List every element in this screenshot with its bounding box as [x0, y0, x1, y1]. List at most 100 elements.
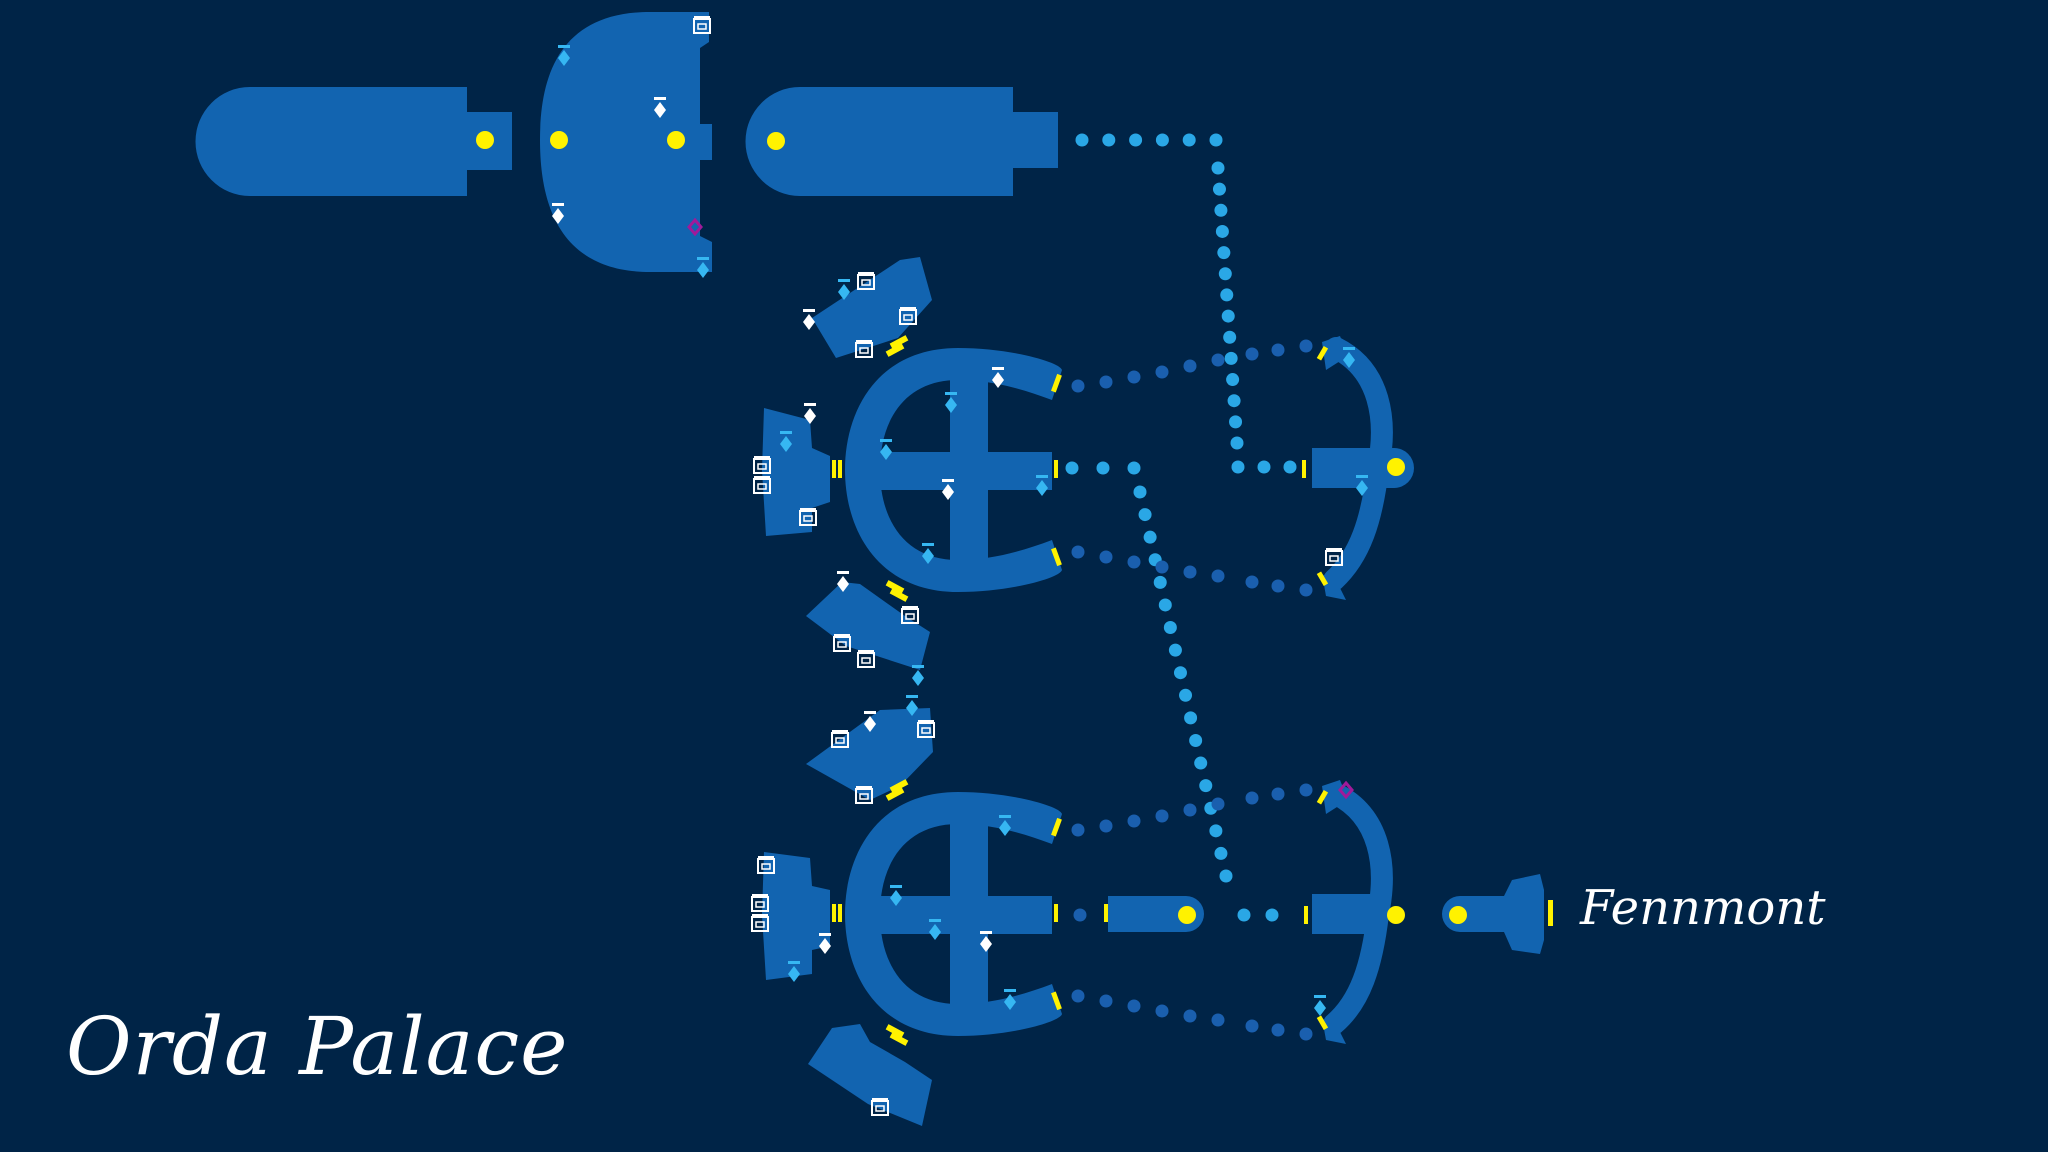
item-marker-icon[interactable] — [1343, 347, 1355, 368]
chest-icon[interactable] — [831, 730, 849, 748]
item-marker-icon[interactable] — [1004, 989, 1016, 1010]
chest-icon[interactable] — [1325, 548, 1343, 566]
item-marker-icon[interactable] — [1314, 995, 1326, 1016]
item-marker-icon[interactable] — [697, 257, 709, 278]
chest-icon[interactable] — [751, 914, 769, 932]
room-lower-hall[interactable] — [845, 792, 1062, 1036]
door-icon[interactable] — [1316, 571, 1329, 587]
room-top-arch[interactable] — [540, 12, 712, 272]
exit-label-fennmont[interactable]: Fennmont — [1580, 880, 1826, 936]
special-marker-icon[interactable] — [1338, 780, 1354, 800]
chest-icon[interactable] — [857, 650, 875, 668]
chest-icon[interactable] — [753, 476, 771, 494]
door-icon[interactable] — [889, 335, 909, 349]
room-mid-wedge-upper[interactable] — [812, 257, 932, 358]
room-right-upper-arc[interactable] — [1312, 336, 1414, 600]
room-low-wedge-left[interactable] — [762, 852, 830, 980]
save-point-icon[interactable] — [1178, 906, 1196, 924]
room-low-wedge-lower[interactable] — [808, 1024, 932, 1126]
room-top-left-capsule[interactable] — [195, 87, 512, 196]
chest-icon[interactable] — [855, 786, 873, 804]
room-low-wedge-upper[interactable] — [806, 708, 933, 800]
item-marker-icon[interactable] — [558, 45, 570, 66]
item-marker-icon[interactable] — [1036, 475, 1048, 496]
room-lower-corridor[interactable] — [1108, 896, 1204, 932]
item-marker-icon[interactable] — [999, 815, 1011, 836]
door-icon[interactable] — [1304, 906, 1308, 924]
item-marker-icon[interactable] — [890, 885, 902, 906]
door-icon[interactable] — [832, 904, 836, 922]
relic-marker-icon[interactable] — [803, 309, 815, 330]
door-icon[interactable] — [1051, 373, 1062, 393]
door-icon[interactable] — [1104, 904, 1108, 922]
save-point-icon[interactable] — [667, 131, 685, 149]
door-icon[interactable] — [838, 904, 842, 922]
relic-marker-icon[interactable] — [552, 203, 564, 224]
chest-icon[interactable] — [899, 307, 917, 325]
item-marker-icon[interactable] — [838, 279, 850, 300]
item-marker-icon[interactable] — [780, 431, 792, 452]
relic-marker-icon[interactable] — [980, 931, 992, 952]
item-marker-icon[interactable] — [922, 543, 934, 564]
chest-icon[interactable] — [871, 1098, 889, 1116]
save-point-icon[interactable] — [550, 131, 568, 149]
door-icon[interactable] — [1316, 1015, 1329, 1031]
door-icon[interactable] — [889, 779, 909, 793]
door-icon[interactable] — [1051, 817, 1062, 837]
chest-icon[interactable] — [833, 634, 851, 652]
chest-icon[interactable] — [855, 340, 873, 358]
door-icon[interactable] — [1316, 345, 1329, 361]
relic-marker-icon[interactable] — [864, 711, 876, 732]
chest-icon[interactable] — [917, 720, 935, 738]
relic-marker-icon[interactable] — [942, 479, 954, 500]
save-point-icon[interactable] — [476, 131, 494, 149]
chest-icon[interactable] — [799, 508, 817, 526]
chest-icon[interactable] — [753, 456, 771, 474]
door-icon[interactable] — [885, 580, 905, 594]
relic-marker-icon[interactable] — [654, 97, 666, 118]
room-middle-hall[interactable] — [845, 348, 1062, 592]
relic-marker-icon[interactable] — [837, 571, 849, 592]
door-icon[interactable] — [889, 1032, 909, 1046]
door-icon[interactable] — [1548, 900, 1553, 926]
door-icon[interactable] — [1316, 789, 1329, 805]
item-marker-icon[interactable] — [906, 695, 918, 716]
save-point-icon[interactable] — [767, 132, 785, 150]
room-exit-fennmont[interactable] — [1442, 874, 1544, 954]
door-icon[interactable] — [838, 460, 842, 478]
chest-icon[interactable] — [901, 606, 919, 624]
door-icon[interactable] — [1051, 991, 1062, 1011]
item-marker-icon[interactable] — [788, 961, 800, 982]
relic-marker-icon[interactable] — [992, 367, 1004, 388]
door-icon[interactable] — [889, 588, 909, 602]
room-mid-wedge-left[interactable] — [762, 408, 830, 536]
chest-icon[interactable] — [857, 272, 875, 290]
door-icon[interactable] — [885, 1024, 905, 1038]
door-icon[interactable] — [1302, 460, 1306, 478]
item-marker-icon[interactable] — [929, 919, 941, 940]
item-marker-icon[interactable] — [880, 439, 892, 460]
relic-marker-icon[interactable] — [804, 403, 816, 424]
room-right-lower-arc[interactable] — [1312, 780, 1393, 1044]
door-icon[interactable] — [885, 787, 905, 801]
save-point-icon[interactable] — [1387, 906, 1405, 924]
room-mid-wedge-lower[interactable] — [806, 582, 930, 670]
chest-icon[interactable] — [757, 856, 775, 874]
item-marker-icon[interactable] — [945, 392, 957, 413]
relic-marker-icon[interactable] — [819, 933, 831, 954]
special-marker-icon[interactable] — [687, 217, 703, 237]
chest-icon[interactable] — [693, 16, 711, 34]
door-icon[interactable] — [885, 343, 905, 357]
chest-icon[interactable] — [751, 894, 769, 912]
room-top-right-capsule[interactable] — [745, 87, 1059, 196]
door-icon[interactable] — [1051, 547, 1062, 567]
door-icon[interactable] — [1054, 460, 1058, 478]
save-point-icon[interactable] — [1387, 458, 1405, 476]
door-icon[interactable] — [1054, 904, 1058, 922]
item-marker-icon[interactable] — [912, 665, 924, 686]
door-icon[interactable] — [832, 460, 836, 478]
item-marker-icon[interactable] — [1356, 475, 1368, 496]
save-point-icon[interactable] — [1449, 906, 1467, 924]
